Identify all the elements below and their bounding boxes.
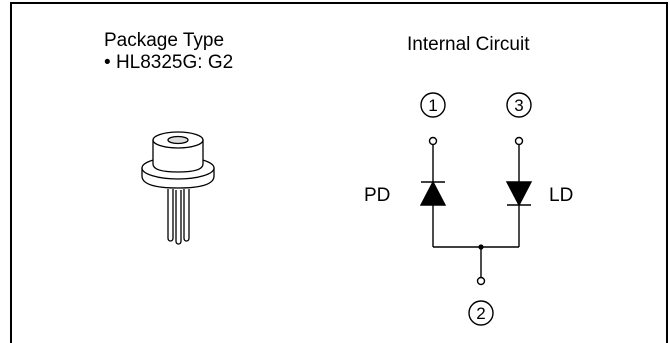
internal-circuit-title: Internal Circuit xyxy=(407,34,530,55)
package-type-title: Package Type xyxy=(104,30,225,51)
frame-left-border xyxy=(10,2,12,343)
package-type-item: • HL8325G: G2 xyxy=(104,52,233,74)
package-type-value: HL8325G: G2 xyxy=(115,52,234,73)
frame-right-border xyxy=(666,2,668,343)
bullet: • xyxy=(104,52,111,73)
frame-top-border xyxy=(10,2,668,4)
